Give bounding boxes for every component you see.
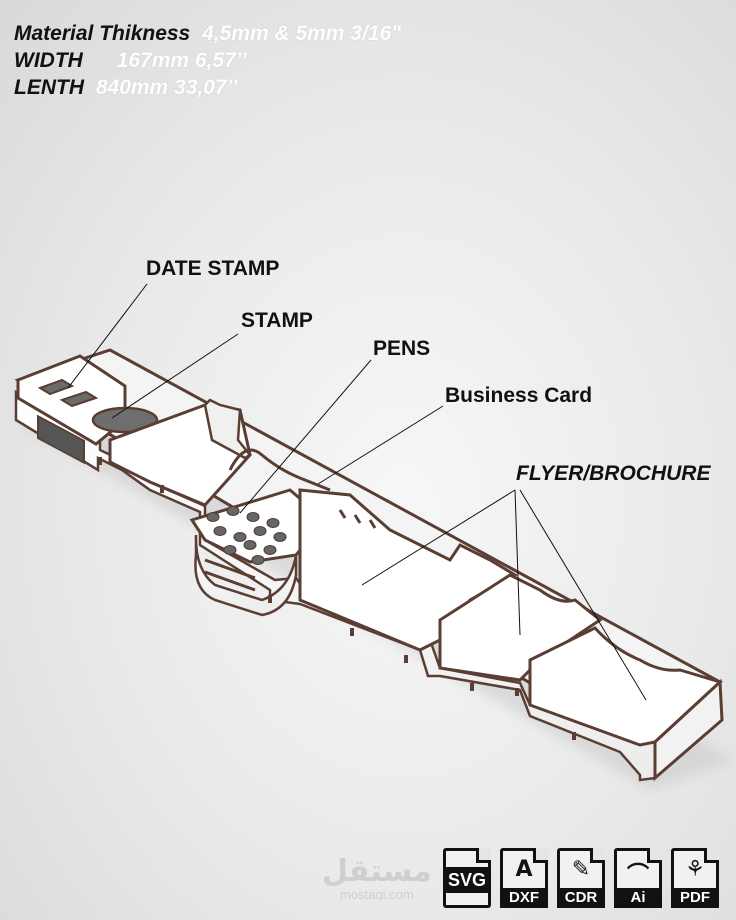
spec-width-value: 167mm 6,57’’ — [116, 49, 247, 72]
callout-leaders — [67, 283, 647, 701]
pen-holes — [206, 506, 287, 565]
label-flyer-brochure: FLYER/BROCHURE — [516, 462, 711, 485]
right-end-panel — [653, 678, 724, 782]
label-date-stamp: DATE STAMP — [146, 257, 280, 280]
date-stamp-slots — [37, 378, 99, 408]
watermark-arabic: مستقل — [322, 854, 432, 889]
ai-file-icon: ⌒ Ai — [614, 848, 662, 908]
watermark: مستقل mostaqi.com — [322, 856, 432, 902]
spec-length-label: LENTH — [14, 76, 84, 99]
tall-box-wall — [203, 398, 252, 460]
watermark-latin: mostaqi.com — [340, 887, 414, 902]
pen-holder-body — [194, 534, 298, 617]
cdr-file-icon: ✎ CDR — [557, 848, 605, 908]
format-icons: SVG A DXF ✎ CDR ⌒ Ai ⚘ PDF — [443, 848, 719, 908]
spec-width-label: WIDTH — [14, 49, 83, 72]
pen-holder-slots — [204, 558, 256, 592]
spec-width: WIDTH 167mm 6,57’’ — [14, 47, 401, 74]
leader-flyer-1 — [361, 489, 516, 586]
spec-length-value: 840mm 33,07’’ — [95, 76, 238, 99]
svg-file-icon: SVG — [443, 848, 491, 908]
leader-business-card — [317, 405, 444, 485]
spec-length: LENTH 840mm 33,07’’ — [14, 74, 401, 101]
wave-divider-1 — [228, 448, 331, 492]
leader-stamp — [111, 333, 239, 419]
label-stamp: STAMP — [241, 309, 313, 332]
cdr-file-label: CDR — [557, 888, 605, 908]
dxf-file-icon: A DXF — [500, 848, 548, 908]
front-slot-left — [37, 414, 85, 465]
specs-block: Material Thikness 4,5mm & 5mm 3/16" WIDT… — [14, 20, 401, 101]
leader-date-stamp — [67, 283, 148, 389]
stamp-hole — [91, 406, 159, 434]
pdf-file-icon: ⚘ PDF — [671, 848, 719, 908]
pdf-file-label: PDF — [671, 888, 719, 908]
label-pens: PENS — [373, 337, 431, 360]
ai-file-label: Ai — [614, 888, 662, 908]
pen-nib-glyph-icon: ✎ — [571, 857, 591, 882]
spec-thickness-value: 4,5mm & 5mm 3/16" — [202, 22, 402, 45]
leader-flyer-2 — [514, 489, 521, 636]
leader-pens — [239, 359, 372, 514]
divider-notches — [338, 509, 377, 529]
bezier-glyph-icon: ⌒ — [626, 863, 649, 888]
acrobat-glyph-icon: ⚘ — [685, 857, 705, 882]
joint-notches — [98, 457, 576, 740]
dxf-file-label: DXF — [500, 888, 548, 908]
flyer-compartment-3 — [528, 626, 723, 747]
leader-flyer-3 — [519, 489, 647, 701]
spec-thickness: Material Thikness 4,5mm & 5mm 3/16" — [14, 20, 401, 47]
label-business-card: Business Card — [445, 384, 593, 407]
svg-file-label: SVG — [443, 867, 491, 893]
autocad-glyph-icon: A — [515, 857, 533, 882]
spec-thickness-label: Material Thikness — [14, 22, 191, 45]
